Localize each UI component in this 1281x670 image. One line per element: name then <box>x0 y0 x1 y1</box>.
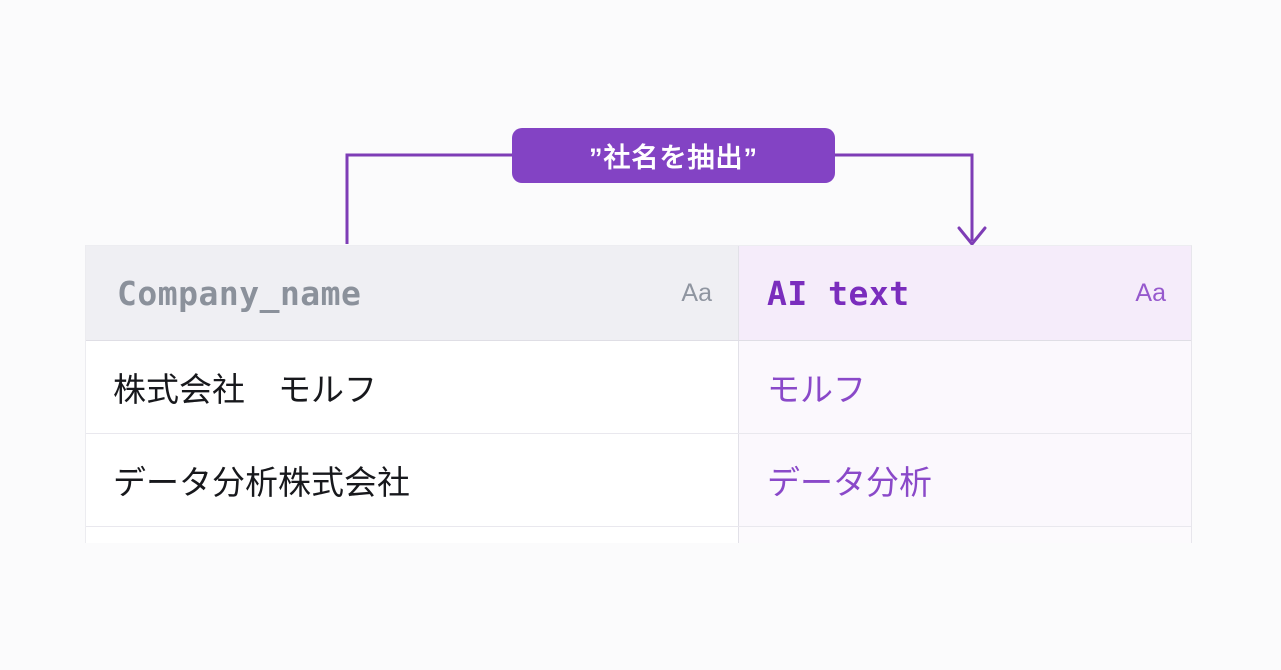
arrowhead-down-icon <box>957 226 987 246</box>
cell-company-name <box>86 527 738 543</box>
connector-right-line <box>835 153 974 241</box>
cell-ai-text <box>738 527 1191 543</box>
cell-company-name[interactable]: 株式会社 モルフ <box>86 341 738 433</box>
text-type-icon: Aa <box>1135 278 1166 307</box>
data-table: Company_name Aa AI text Aa 株式会社 モルフ モルフ … <box>85 245 1192 543</box>
cell-ai-text[interactable]: モルフ <box>738 341 1191 433</box>
column-title: Company_name <box>117 273 362 313</box>
column-header-company-name[interactable]: Company_name Aa <box>86 246 738 340</box>
cell-company-name[interactable]: データ分析株式会社 <box>86 434 738 526</box>
connector-left-line <box>345 153 512 244</box>
column-title: AI text <box>767 273 910 313</box>
column-header-ai-text[interactable]: AI text Aa <box>738 246 1191 340</box>
text-type-icon: Aa <box>681 278 712 307</box>
cell-ai-text[interactable]: データ分析 <box>738 434 1191 526</box>
partial-table-row <box>86 527 1191 543</box>
table-row: 株式会社 モルフ モルフ <box>86 341 1191 434</box>
table-row: データ分析株式会社 データ分析 <box>86 434 1191 527</box>
table-header-row: Company_name Aa AI text Aa <box>86 246 1191 341</box>
prompt-badge: ”社名を抽出” <box>512 128 835 183</box>
